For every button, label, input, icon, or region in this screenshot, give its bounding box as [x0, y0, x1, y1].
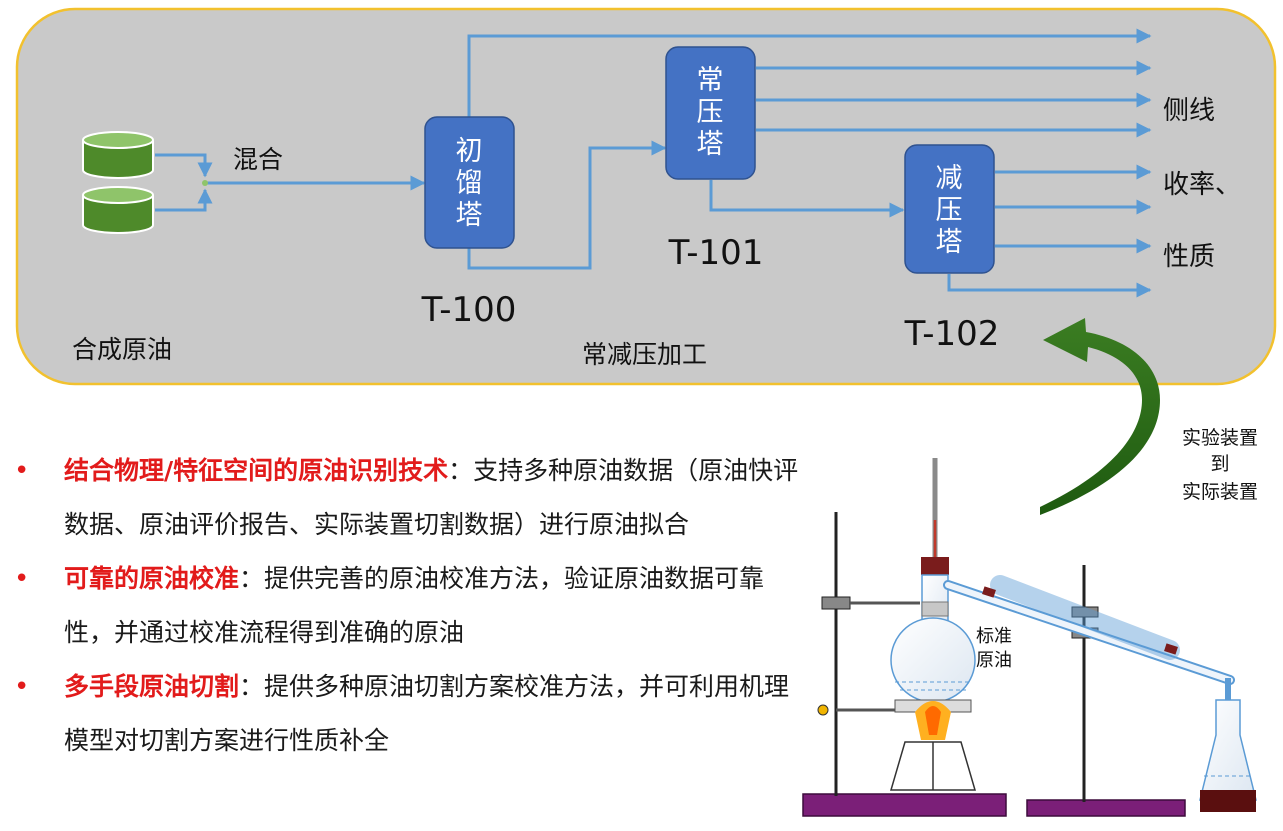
feature-highlight: 可靠的原油校准 [64, 564, 240, 593]
tower-t100: 初 馏 塔 [424, 116, 515, 249]
tower-t100-char-2: 馏 [456, 168, 483, 199]
apparatus-label-line-2: 原油 [976, 650, 1012, 671]
apparatus-label-line-1: 标准 [976, 626, 1012, 647]
bullet-dot: • [14, 456, 30, 486]
feature-text: ：提供多种原油切割方案校准方法，并可利用机理模型对切割方案进行性质补全 [64, 672, 790, 755]
feature-item: • 可靠的原油校准：提供完善的原油校准方法，验证原油数据可靠性，并通过校准流程得… [14, 552, 804, 660]
output-label-3: 性质 [1163, 242, 1215, 272]
t100-bottoms [467, 140, 667, 270]
feed-stream-top [155, 153, 213, 178]
t100-overhead [467, 28, 1152, 117]
feature-text: ：提供完善的原油校准方法，验证原油数据可靠性，并通过校准流程得到准确的原油 [64, 564, 765, 647]
t101-bottoms [709, 180, 905, 218]
bullet-dot: • [14, 564, 30, 594]
tower-t101-char-3: 塔 [697, 129, 724, 160]
tower-t100-char-1: 初 [456, 136, 483, 167]
t102-bottoms [947, 274, 1152, 298]
mixing-point [202, 180, 208, 186]
section-label: 常减压加工 [582, 340, 707, 369]
tower-t102-char-3: 塔 [936, 227, 963, 258]
tower-t101: 常 压 塔 [665, 46, 756, 180]
feature-text: ：支持多种原油数据（原油快评数据、原油评价报告、实际装置切割数据）进行原油拟合 [64, 456, 799, 539]
feature-list: • 结合物理/特征空间的原油识别技术：支持多种原油数据（原油快评数据、原油评价报… [14, 444, 804, 768]
feature-highlight: 多手段原油切割 [64, 672, 240, 701]
tower-t101-char-1: 常 [697, 65, 724, 96]
tower-t101-char-2: 压 [697, 97, 724, 128]
transfer-label-line-2: 到 [1210, 453, 1229, 475]
feature-item: • 多手段原油切割：提供多种原油切割方案校准方法，并可利用机理模型对切割方案进行… [14, 660, 804, 768]
transfer-label-line-1: 实验装置 [1182, 427, 1258, 449]
transfer-label-line-3: 实际装置 [1182, 481, 1258, 503]
tower-t100-tag: T-100 [421, 290, 517, 330]
bullet-dot: • [14, 672, 30, 702]
output-label-2: 收率、 [1163, 170, 1241, 200]
tower-t102-char-2: 压 [936, 195, 963, 226]
feature-highlight: 结合物理/特征空间的原油识别技术 [64, 456, 449, 485]
tower-t102-tag: T-102 [904, 314, 1000, 354]
output-label-1: 侧线 [1163, 96, 1215, 126]
feed-tank-bottom [82, 186, 154, 234]
transfer-arrow [1040, 318, 1160, 515]
feed-stream-bottom [155, 188, 213, 212]
feature-item: • 结合物理/特征空间的原油识别技术：支持多种原油数据（原油快评数据、原油评价报… [14, 444, 804, 552]
tower-t102-char-1: 减 [936, 163, 963, 194]
feed-tank-top [82, 131, 154, 179]
tower-t100-char-3: 塔 [456, 200, 483, 231]
tower-t101-tag: T-101 [668, 233, 764, 273]
mix-label: 混合 [233, 145, 283, 174]
feed-label: 合成原油 [72, 335, 172, 364]
tower-t102: 减 压 塔 [904, 144, 995, 274]
distillation-apparatus-illustration [802, 458, 1257, 817]
